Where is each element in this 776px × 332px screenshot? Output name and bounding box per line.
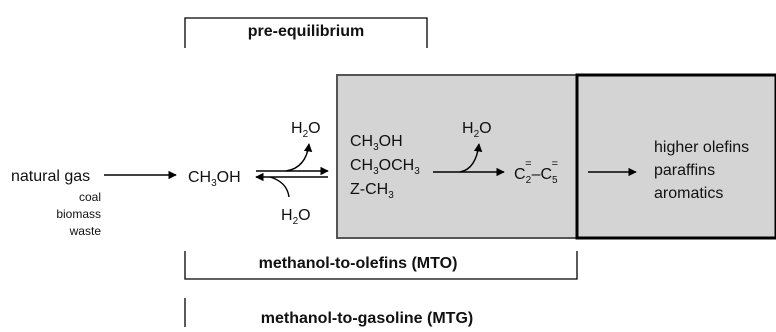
feedstock-waste: waste	[69, 224, 102, 238]
box-zch3-label: Z-CH3	[350, 181, 394, 201]
water-uptake-curve	[269, 176, 290, 198]
water-bottom-label: H2O	[281, 207, 311, 227]
pre-equilibrium-bracket	[184, 17, 428, 48]
product-paraffins: paraffins	[654, 162, 715, 179]
mtg-extension-box	[575, 73, 776, 240]
water-middle-label: H2O	[462, 120, 492, 140]
mto-bracket	[184, 251, 578, 280]
box-methanol-label: CH3OH	[350, 133, 403, 153]
methanol-label: CH3OH	[188, 169, 241, 189]
water-top-label: H2O	[291, 120, 321, 140]
mtg-label: methanol-to-gasoline (MTG)	[261, 310, 473, 327]
water-middle-arrow	[459, 143, 483, 173]
feedstock-biomass: biomass	[56, 207, 101, 221]
light-olefins-label: C2=–C5=	[514, 158, 558, 186]
mto-label: methanol-to-olefins (MTO)	[259, 255, 458, 272]
water-release-arrow	[285, 143, 313, 172]
product-aromatics: aromatics	[654, 185, 723, 202]
box-dme-label: CH3OCH3	[350, 157, 420, 177]
product-higher-olefins: higher olefins	[654, 139, 749, 156]
mto-reaction-box	[336, 74, 578, 239]
feedstock-coal: coal	[79, 190, 101, 204]
feedstock-natural-gas: natural gas	[11, 168, 90, 185]
pre-equilibrium-label: pre-equilibrium	[248, 23, 364, 40]
